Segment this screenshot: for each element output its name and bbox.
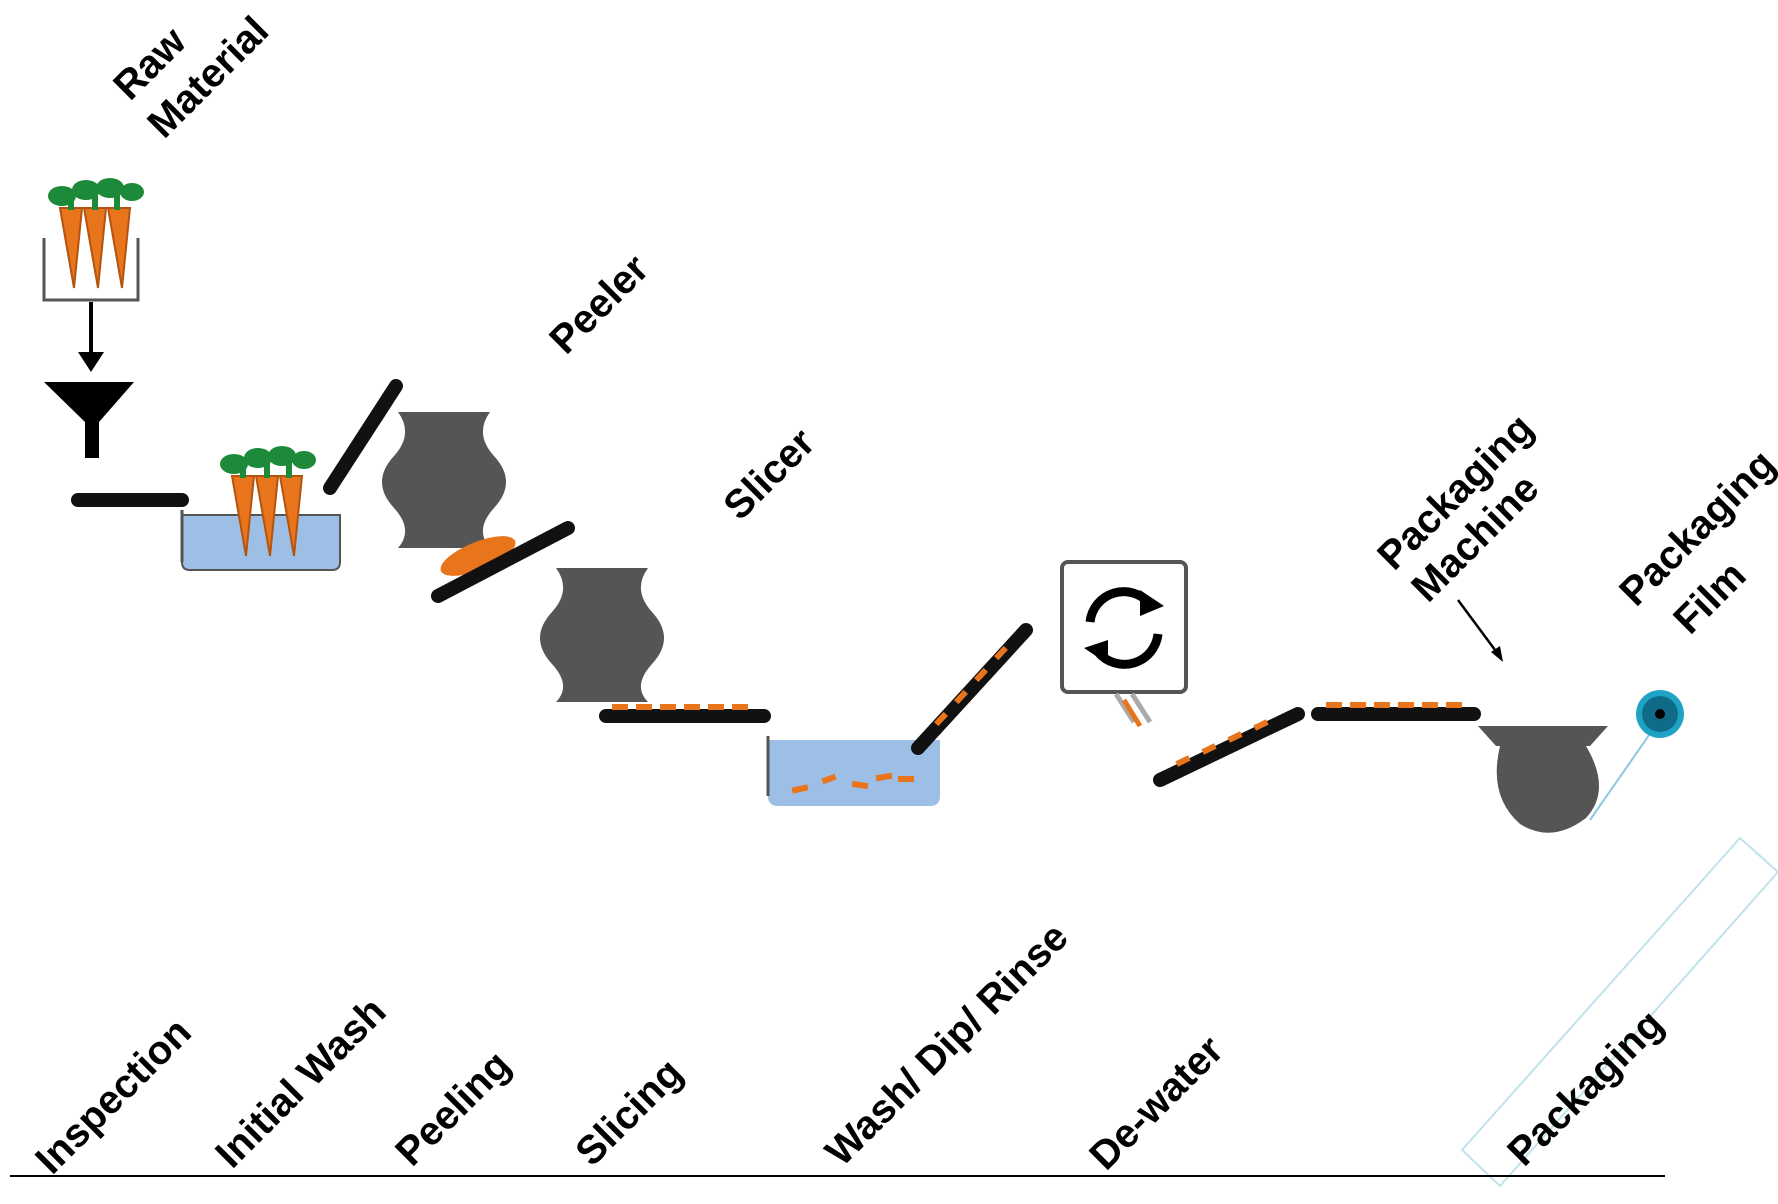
peeled-carrot	[440, 536, 516, 576]
hopper-funnel-icon	[44, 382, 134, 458]
packaging-machine-arrow-icon	[1456, 599, 1503, 662]
step-packaging: Packaging	[1499, 1002, 1672, 1175]
dewater-feed-conveyor	[911, 623, 1033, 755]
carrot-slices-incline	[934, 645, 1008, 727]
initial-wash-tank	[180, 445, 341, 571]
peeler-label: Peeler	[541, 246, 657, 362]
raw-material-bin	[42, 177, 145, 302]
peeler-machine	[382, 412, 506, 548]
step-wash-dip-rinse: Wash/ Dip/ Rinse	[817, 915, 1077, 1175]
packaging-highlight-box	[1460, 836, 1778, 1188]
slicer-machine	[540, 568, 664, 702]
slicer-feed-conveyor	[431, 521, 575, 603]
packaging-incline-conveyor	[1153, 707, 1305, 787]
peeler-feed-conveyor	[323, 379, 403, 495]
step-initial-wash: Initial Wash	[207, 989, 394, 1176]
slicer-label: Slicer	[715, 420, 823, 528]
step-de-water: De-water	[1081, 1028, 1232, 1179]
down-arrow-icon	[78, 302, 104, 372]
carrot-slices-row-1	[612, 704, 748, 710]
dewater-centrifuge	[1060, 560, 1188, 728]
step-peeling: Peeling	[387, 1043, 519, 1175]
packaging-film-roll	[1589, 690, 1684, 821]
step-inspection: Inspection	[27, 1010, 200, 1183]
packaging-machine	[1478, 726, 1608, 833]
carrot-slices-packaging-incline	[1175, 719, 1269, 767]
step-slicing: Slicing	[567, 1051, 691, 1175]
carrot-slices-packaging-flat	[1326, 702, 1462, 708]
wash-dip-rinse-tank	[766, 736, 940, 806]
